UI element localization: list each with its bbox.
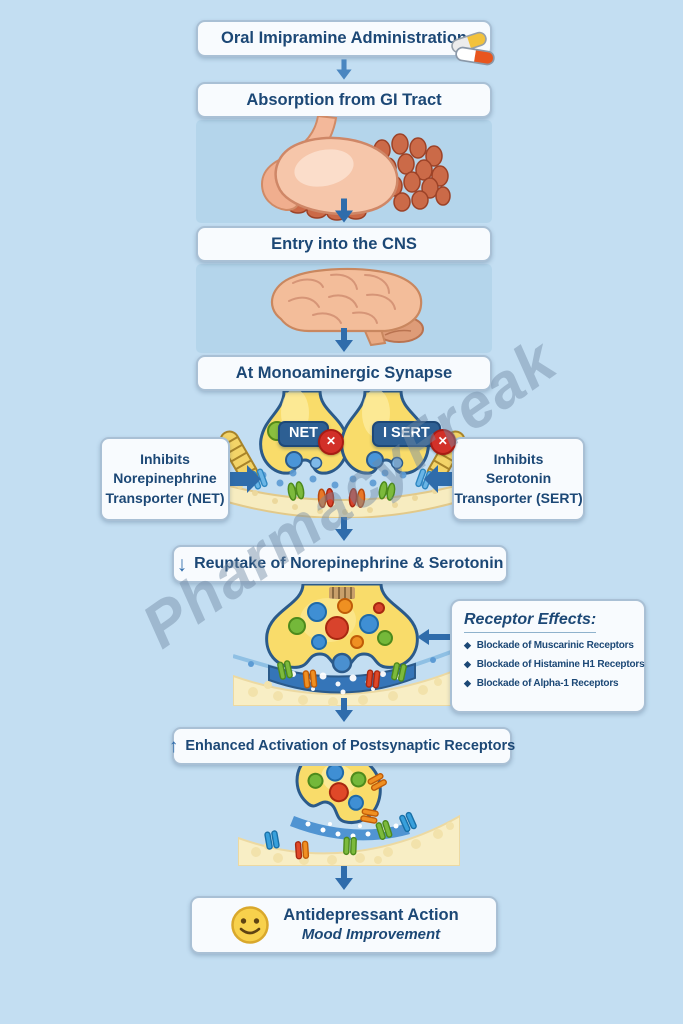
- receptor-green-right: [378, 481, 396, 501]
- diamond-bullet-icon: ◆: [464, 640, 471, 650]
- net-note-line2: Norepinephrine: [113, 470, 217, 487]
- brain-illustration: [271, 267, 424, 347]
- cleft-dots: [305, 821, 399, 839]
- receptor-green-2: [375, 820, 393, 840]
- step-antidepressant-action: Antidepressant Action Mood Improvement: [190, 896, 498, 954]
- net-label-text: NET: [289, 425, 318, 441]
- axon-trunk: [329, 587, 355, 599]
- receptor-green-left: [287, 481, 305, 501]
- arrow-right-from-net-note: [228, 465, 261, 493]
- arrow-left-from-sert-note: [424, 465, 457, 493]
- arrow-down-6: [335, 866, 353, 890]
- receptor-effect-text: Blockade of Muscarinic Receptors: [476, 640, 634, 651]
- net-blocked-icon: ✕: [318, 428, 344, 455]
- step-enhanced-activation: ↑ Enhanced Activation of Postsynaptic Re…: [168, 727, 516, 765]
- sert-label-text: I SERT: [383, 425, 430, 441]
- arrow-down-1: [336, 59, 352, 80]
- membrane-cobbles: [248, 678, 442, 706]
- vesicles: [288, 598, 393, 650]
- receptor-red-1: [365, 669, 381, 689]
- diamond-bullet-icon: ◆: [464, 678, 471, 688]
- step-reuptake-decrease: ↓ Reuptake of Norepinephrine & Serotonin: [172, 545, 508, 583]
- arrow-down-3: [335, 328, 353, 352]
- receptor-green-2: [391, 662, 407, 682]
- up-arrow-icon: ↑: [168, 735, 179, 757]
- sert-note-line3: Transporter (SERT): [454, 489, 583, 506]
- capsule-pills-icon: [451, 31, 495, 66]
- capsule-front: [455, 46, 495, 66]
- smiley-face-icon: [231, 906, 270, 944]
- step-enhanced-label: Enhanced Activation of Postsynaptic Rece…: [185, 738, 516, 754]
- receptor-effect-item: ◆ Blockade of Alpha-1 Receptors: [464, 678, 636, 689]
- presynaptic-terminal: [295, 766, 387, 824]
- receptor-green-1: [277, 660, 293, 680]
- sert-transporter-label: I SERT ✕: [372, 421, 456, 455]
- receptor-effects-list: ◆ Blockade of Muscarinic Receptors ◆ Blo…: [464, 640, 645, 689]
- arrow-down-4: [335, 517, 353, 541]
- receptor-orange-right: [348, 487, 366, 509]
- step-oral-label: Oral Imipramine Administration: [220, 29, 468, 47]
- arrow-down-5: [335, 698, 353, 722]
- step-absorption: Absorption from GI Tract: [196, 82, 492, 118]
- receptor-blue-1: [264, 830, 280, 850]
- diamond-bullet-icon: ◆: [464, 659, 471, 669]
- step-monoaminergic-synapse: At Monoaminergic Synapse: [196, 355, 492, 391]
- arrow-down-2: [335, 198, 353, 223]
- final-action-subtitle: Mood Improvement: [301, 925, 441, 943]
- arrow-left-from-receptor-box: [417, 629, 451, 645]
- step-oral-administration: Oral Imipramine Administration: [196, 20, 492, 57]
- stomach-highlight: [294, 149, 354, 187]
- synapse-release-illustration: [233, 584, 451, 706]
- receptor-green-1: [343, 836, 357, 856]
- step-cns-entry: Entry into the CNS: [196, 226, 492, 262]
- step-cns-label: Entry into the CNS: [271, 234, 417, 253]
- sert-blocked-icon: ✕: [429, 428, 456, 455]
- cerebrum: [271, 267, 423, 333]
- final-action-title: Antidepressant Action: [283, 906, 459, 925]
- receptor-orange-on-terminal: [367, 773, 387, 791]
- receptor-effect-text: Blockade of Histamine H1 Receptors: [476, 659, 645, 670]
- receptor-effects-box: Receptor Effects: ◆ Blockade of Muscarin…: [450, 599, 646, 713]
- net-note-line1: Inhibits: [140, 451, 190, 468]
- receptor-effect-item: ◆ Blockade of Muscarinic Receptors: [464, 640, 636, 651]
- receptor-red-1: [294, 840, 310, 860]
- sert-note-line1: Inhibits: [493, 451, 544, 468]
- sert-inhibition-note: Inhibits Serotonin Transporter (SERT): [452, 437, 585, 521]
- receptor-orange-left: [317, 487, 335, 509]
- step-absorption-label: Absorption from GI Tract: [246, 90, 442, 109]
- step-synapse-label: At Monoaminergic Synapse: [235, 363, 453, 382]
- stomach-illustration: [260, 116, 451, 221]
- receptor-orange-1: [302, 669, 318, 689]
- vesicles: [307, 766, 367, 811]
- step-reuptake-label: Reuptake of Norepinephrine & Serotonin: [194, 555, 504, 572]
- receptor-effect-item: ◆ Blockade of Histamine H1 Receptors: [464, 659, 645, 670]
- down-arrow-icon: ↓: [176, 552, 188, 576]
- receptor-effect-text: Blockade of Alpha-1 Receptors: [476, 678, 619, 689]
- sert-note-line2: Serotonin: [485, 470, 552, 487]
- net-inhibition-note: Inhibits Norepinephrine Transporter (NET…: [100, 437, 230, 521]
- receptor-orange-on-terminal: [360, 808, 379, 824]
- net-transporter-label: NET ✕: [278, 421, 344, 455]
- receptor-effects-title: Receptor Effects:: [464, 611, 597, 633]
- gyri-lines: [288, 273, 396, 324]
- net-note-line3: Transporter (NET): [105, 489, 225, 506]
- receptor-blue-2: [399, 811, 417, 833]
- synapse-activation-illustration: [238, 766, 460, 866]
